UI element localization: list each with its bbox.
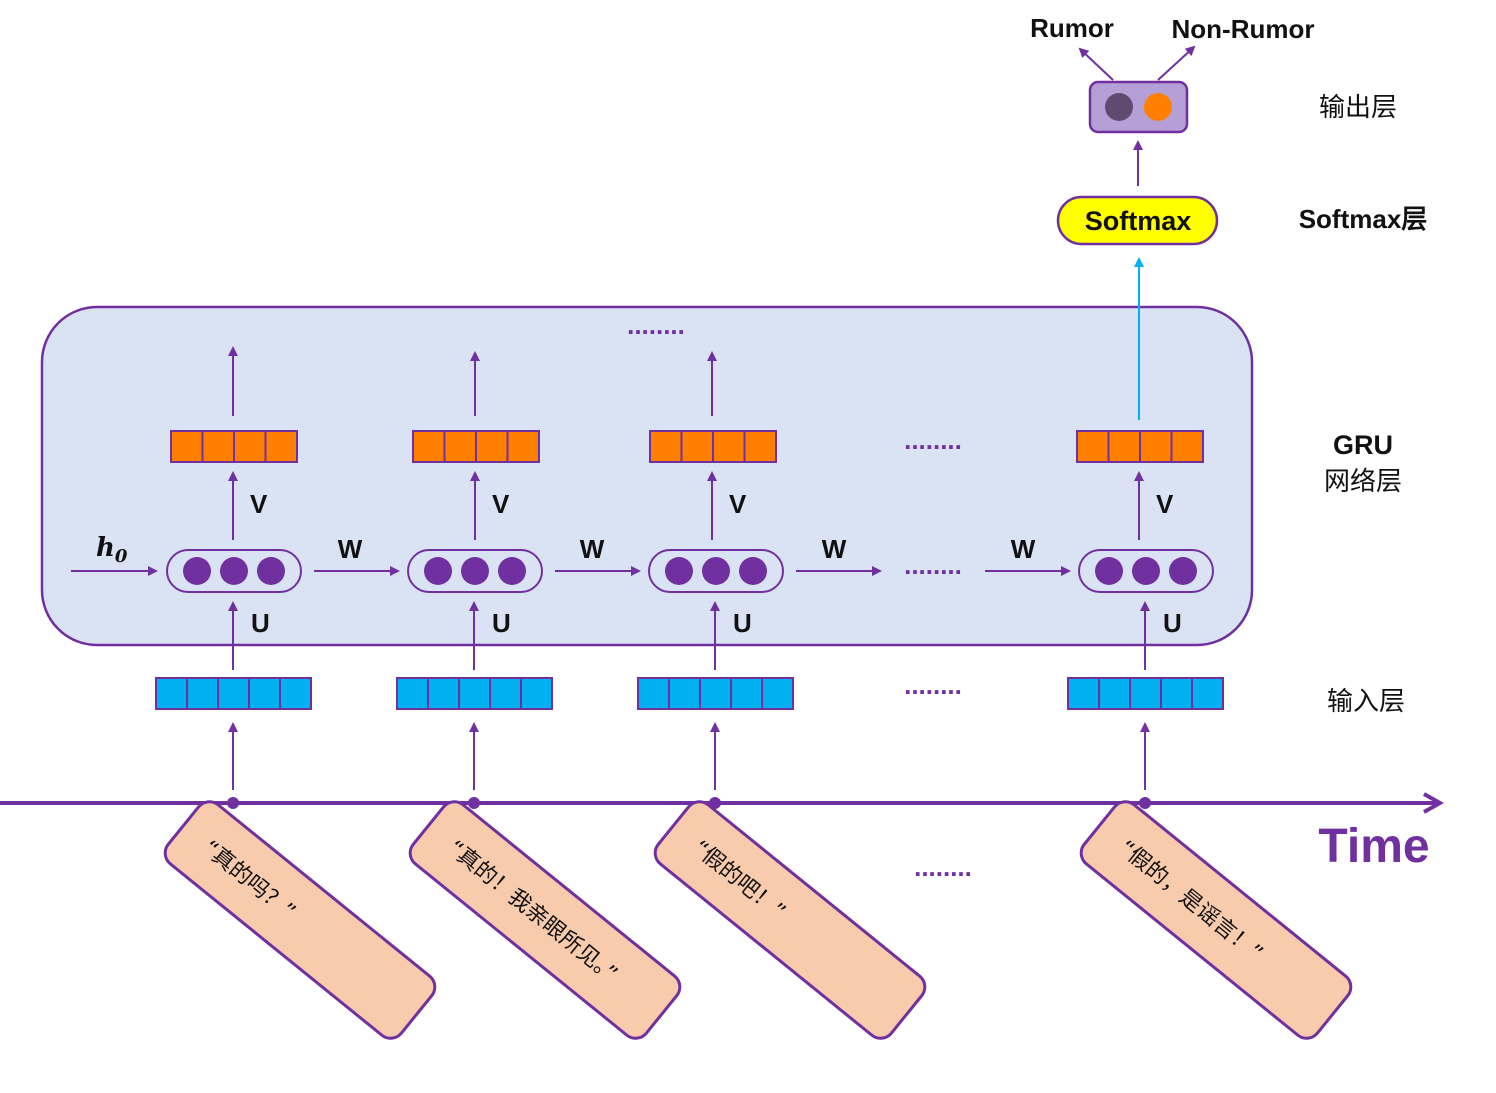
ellipsis-top: ........ [627, 310, 685, 340]
output-vector-cell [743, 430, 777, 463]
input-vector-cell [279, 677, 312, 710]
layer-label-input: 输入层 [1327, 687, 1405, 717]
output-vector-cell [1170, 430, 1204, 463]
softmax-node-label: Softmax [1085, 206, 1192, 236]
weight-u-label: U [251, 608, 270, 638]
input-vector-cell [699, 677, 732, 710]
hidden-unit [257, 557, 285, 585]
ellipsis-hidden-row: ........ [904, 550, 962, 580]
weight-v-label: V [492, 489, 510, 519]
output-vector-cell [1139, 430, 1173, 463]
weight-v-label: V [250, 489, 268, 519]
weight-u-label: U [1163, 608, 1182, 638]
hidden-unit [665, 557, 693, 585]
post-card: “真的！我亲眼所见。” [408, 800, 682, 1040]
post-card-bg [1079, 800, 1353, 1040]
hidden-unit [461, 557, 489, 585]
h0-label: h0 [96, 533, 128, 567]
ellipsis-posts: ........ [914, 852, 972, 882]
output-box [1088, 80, 1189, 134]
timestep-2: U V “真的！我亲眼所见。” [396, 351, 682, 1040]
input-vector-cell [186, 677, 219, 710]
input-vector-cell [730, 677, 763, 710]
layer-label-gru-sub: 网络层 [1324, 467, 1402, 497]
input-vector-cell [1191, 677, 1224, 710]
input-vector-cell [1067, 677, 1100, 710]
time-tick [227, 797, 239, 809]
weight-w-label: W [1011, 534, 1036, 564]
input-vector-cell [668, 677, 701, 710]
layer-label-softmax: Softmax层 [1299, 204, 1428, 234]
post-card-bg [653, 800, 927, 1040]
output-vector-cell [680, 430, 714, 463]
hidden-unit [183, 557, 211, 585]
arrow-to-rumor [1078, 47, 1114, 81]
ellipsis-input-row: ........ [904, 670, 962, 700]
input-vector-cell [761, 677, 794, 710]
output-vector-cell [1107, 430, 1141, 463]
post-card: “假的吧！” [653, 800, 927, 1040]
time-label: Time [1318, 820, 1429, 873]
input-vector-cell [1129, 677, 1162, 710]
post-card-bg [163, 800, 437, 1040]
output-vector-cell [233, 430, 267, 463]
input-vector-cell [489, 677, 522, 710]
output-vector-cell [443, 430, 477, 463]
weight-u-label: U [733, 608, 752, 638]
gru-layer-panel [40, 305, 1254, 647]
output-vector-cell [412, 430, 446, 463]
post-card: “假的，是谣言！” [1079, 800, 1353, 1040]
timestep-1: U V “真的吗？” [155, 346, 437, 1040]
post-card: “真的吗？” [163, 800, 437, 1040]
hidden-unit [1132, 557, 1160, 585]
time-tick [1139, 797, 1151, 809]
input-vector-cell [458, 677, 491, 710]
weight-w-label: W [580, 534, 605, 564]
hidden-unit [1169, 557, 1197, 585]
hidden-unit [702, 557, 730, 585]
weight-u-label: U [492, 608, 511, 638]
input-vector-cell [1160, 677, 1193, 710]
softmax-node [1056, 195, 1219, 246]
weight-v-label: V [729, 489, 747, 519]
input-vector-cell [637, 677, 670, 710]
input-vector-cell [396, 677, 429, 710]
hidden-unit [424, 557, 452, 585]
input-vector-cell [248, 677, 281, 710]
hidden-unit [1095, 557, 1123, 585]
layer-label-output: 输出层 [1319, 93, 1397, 123]
output-vector-cell [712, 430, 746, 463]
output-vector-cell [1076, 430, 1110, 463]
rumor-label: Rumor [1030, 13, 1114, 43]
output-vector-cell [264, 430, 298, 463]
output-node-rumor [1105, 93, 1133, 121]
post-card-bg [408, 800, 682, 1040]
output-node-non-rumor [1144, 93, 1172, 121]
timestep-3: U V “假的吧！” [637, 351, 927, 1040]
output-vector-cell [475, 430, 509, 463]
non-rumor-label: Non-Rumor [1172, 14, 1315, 44]
output-vector-cell [170, 430, 204, 463]
time-tick [709, 797, 721, 809]
hidden-unit [220, 557, 248, 585]
hidden-unit [739, 557, 767, 585]
arrow-to-non-rumor [1157, 45, 1196, 81]
layer-label-gru: GRU [1333, 430, 1393, 460]
input-vector-cell [1098, 677, 1131, 710]
output-vector-cell [649, 430, 683, 463]
time-tick [468, 797, 480, 809]
output-vector-cell [201, 430, 235, 463]
weight-w-label: W [338, 534, 363, 564]
ellipsis-output-row: ........ [904, 425, 962, 455]
input-vector-cell [520, 677, 553, 710]
output-vector-cell [506, 430, 540, 463]
input-vector-cell [217, 677, 250, 710]
weight-v-label: V [1156, 489, 1174, 519]
hidden-unit [498, 557, 526, 585]
input-vector-cell [155, 677, 188, 710]
input-vector-cell [427, 677, 460, 710]
weight-w-label: W [822, 534, 847, 564]
